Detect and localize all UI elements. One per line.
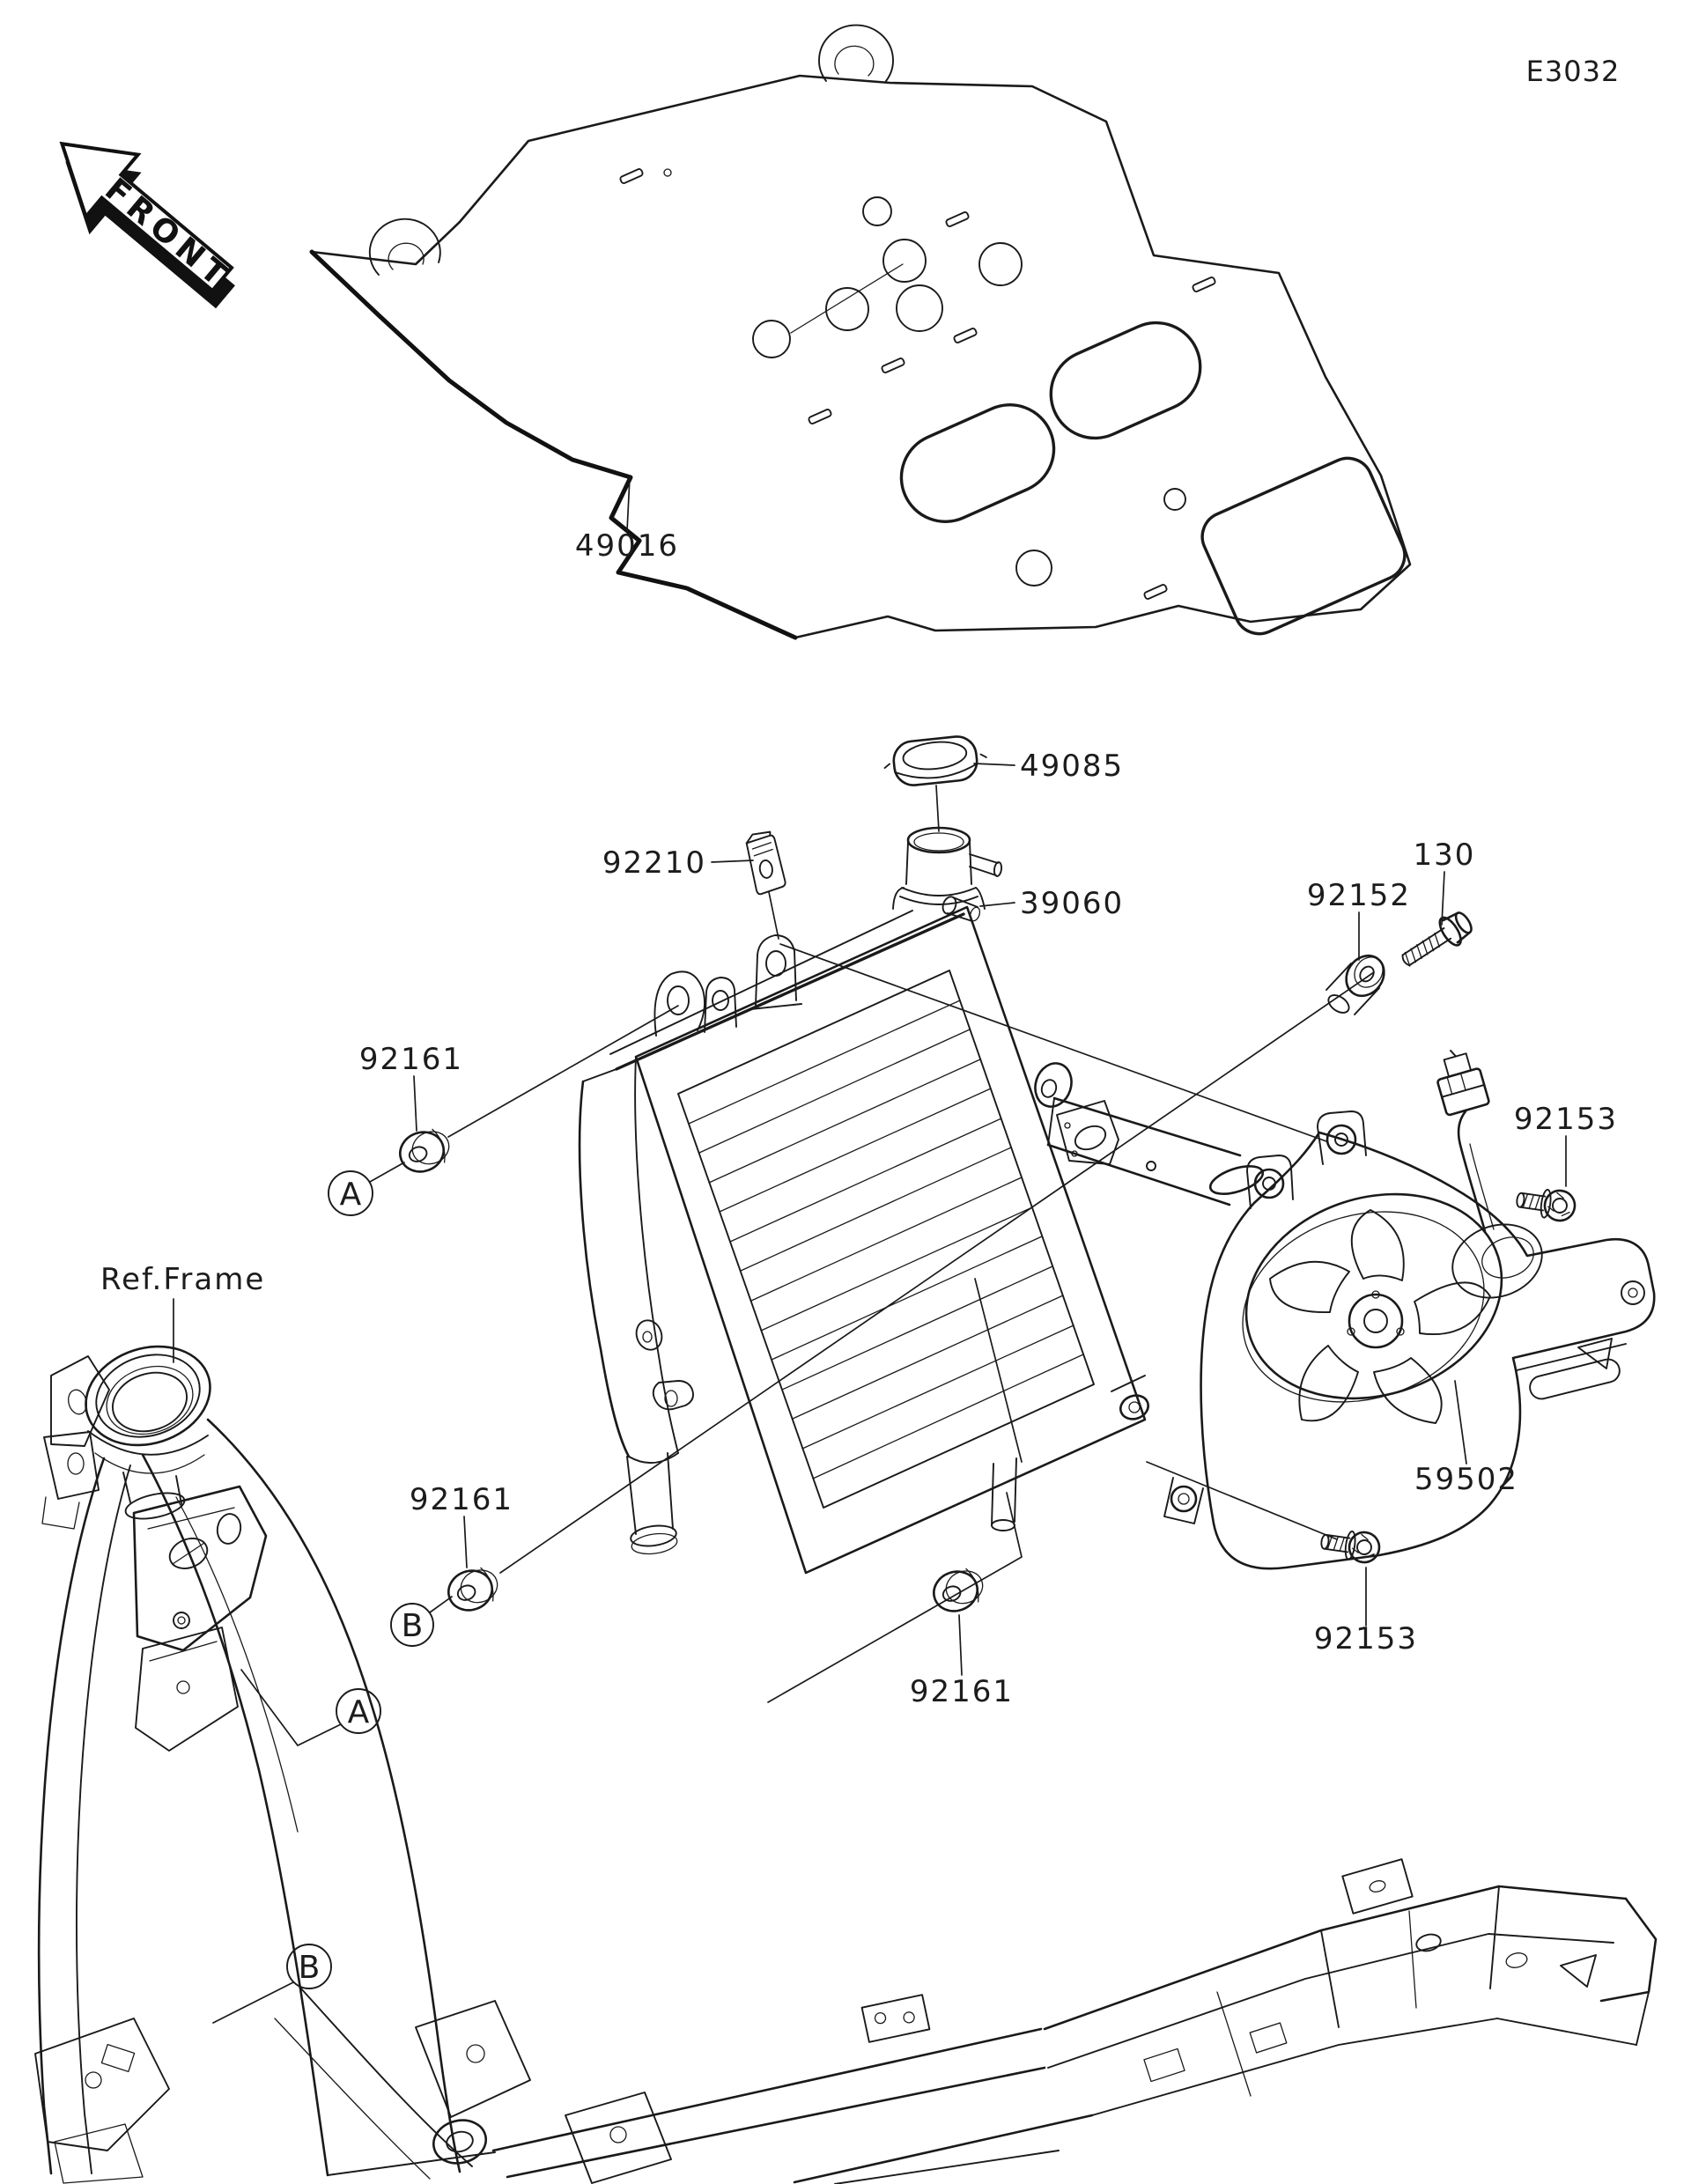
grommet-lower: 92161 [910,1568,1014,1709]
part-number-screw-upper: 92153 [1514,1102,1618,1137]
leader-49016 [626,476,631,532]
marker-b1: B [390,1596,453,1647]
radiator-cap: 49085 [883,735,1124,832]
leader-92161-left [463,1516,468,1568]
clamp-92210: 92210 [602,830,786,940]
front-arrow-face [59,141,234,293]
part-number-clamp: 92210 [602,845,706,881]
radiator [578,826,1265,1575]
part-number-fan-assembly: 59502 [1414,1462,1518,1497]
fan-blades [1269,1209,1491,1424]
radiator-left-tank [578,1056,694,1555]
part-number-air-bleed-bolt: 39060 [1020,886,1124,921]
radiator-outlet-pipe [1046,1096,1265,1206]
front-arrow-label: FRONT [98,172,238,297]
assembly-construction-lines [447,943,1375,1703]
fan-hub [1348,1293,1404,1349]
leader-39060 [979,902,1015,907]
page-code: E3032 [1526,55,1621,88]
fan-motor [1451,1223,1543,1299]
leader-130 [1441,871,1445,926]
front-direction-arrow: FRONT [59,141,238,309]
heat-guard-panel: 49016 [309,24,1412,640]
fan-connector [1436,1050,1490,1117]
air-bleed-bolt-39060: 39060 [941,886,1124,922]
fan-wire-harness [1457,1110,1487,1233]
grommet-left: 92161 [410,1482,513,1612]
part-number-flange-bolt: 130 [1414,837,1476,873]
marker-a1-label: A [340,1177,362,1213]
leader-49085 [973,763,1015,766]
screw-92153-upper: 92153 [1514,1102,1618,1222]
part-number-damper: 92152 [1307,878,1411,913]
marker-b2-label: B [299,1950,321,1986]
part-number-radiator-cap: 49085 [1020,749,1124,784]
marker-a2-label: A [348,1694,370,1730]
leader-92210 [711,860,754,863]
damper-92152: 92152 [1307,878,1411,1015]
part-number-screw-lower: 92153 [1314,1621,1418,1656]
radiator-filler-neck [892,826,1003,910]
fan-assembly: 59502 [1163,1050,1656,1570]
leader-92161-upper [413,1075,417,1132]
radiator-top-brackets [654,934,802,1037]
leader-59502 [1454,1380,1467,1465]
grommet-upper: 92161 [359,1042,463,1173]
marker-a1: A [328,1162,405,1216]
panel-left-hook [368,218,441,276]
panel-bold-edge [309,249,798,640]
flange-bolt-130: 130 [1401,837,1476,967]
ref-frame-label: Ref.Frame [100,1262,265,1297]
part-number-heat-guard: 49016 [575,528,679,564]
leader-92161-lower [958,1614,963,1676]
part-number-grommet-upper: 92161 [359,1042,463,1077]
panel-top-hook [818,24,894,82]
reference-frame: Ref.Frame [34,1262,1658,2184]
screw-92153-lower: 92153 [1314,1530,1418,1656]
radiator-core-fins [688,1000,1084,1479]
part-number-grommet-left: 92161 [410,1482,513,1517]
part-number-grommet-lower: 92161 [910,1674,1014,1709]
marker-a2: A [240,1669,381,1747]
marker-b1-label: B [402,1608,424,1644]
marker-b2: B [212,1944,332,2024]
